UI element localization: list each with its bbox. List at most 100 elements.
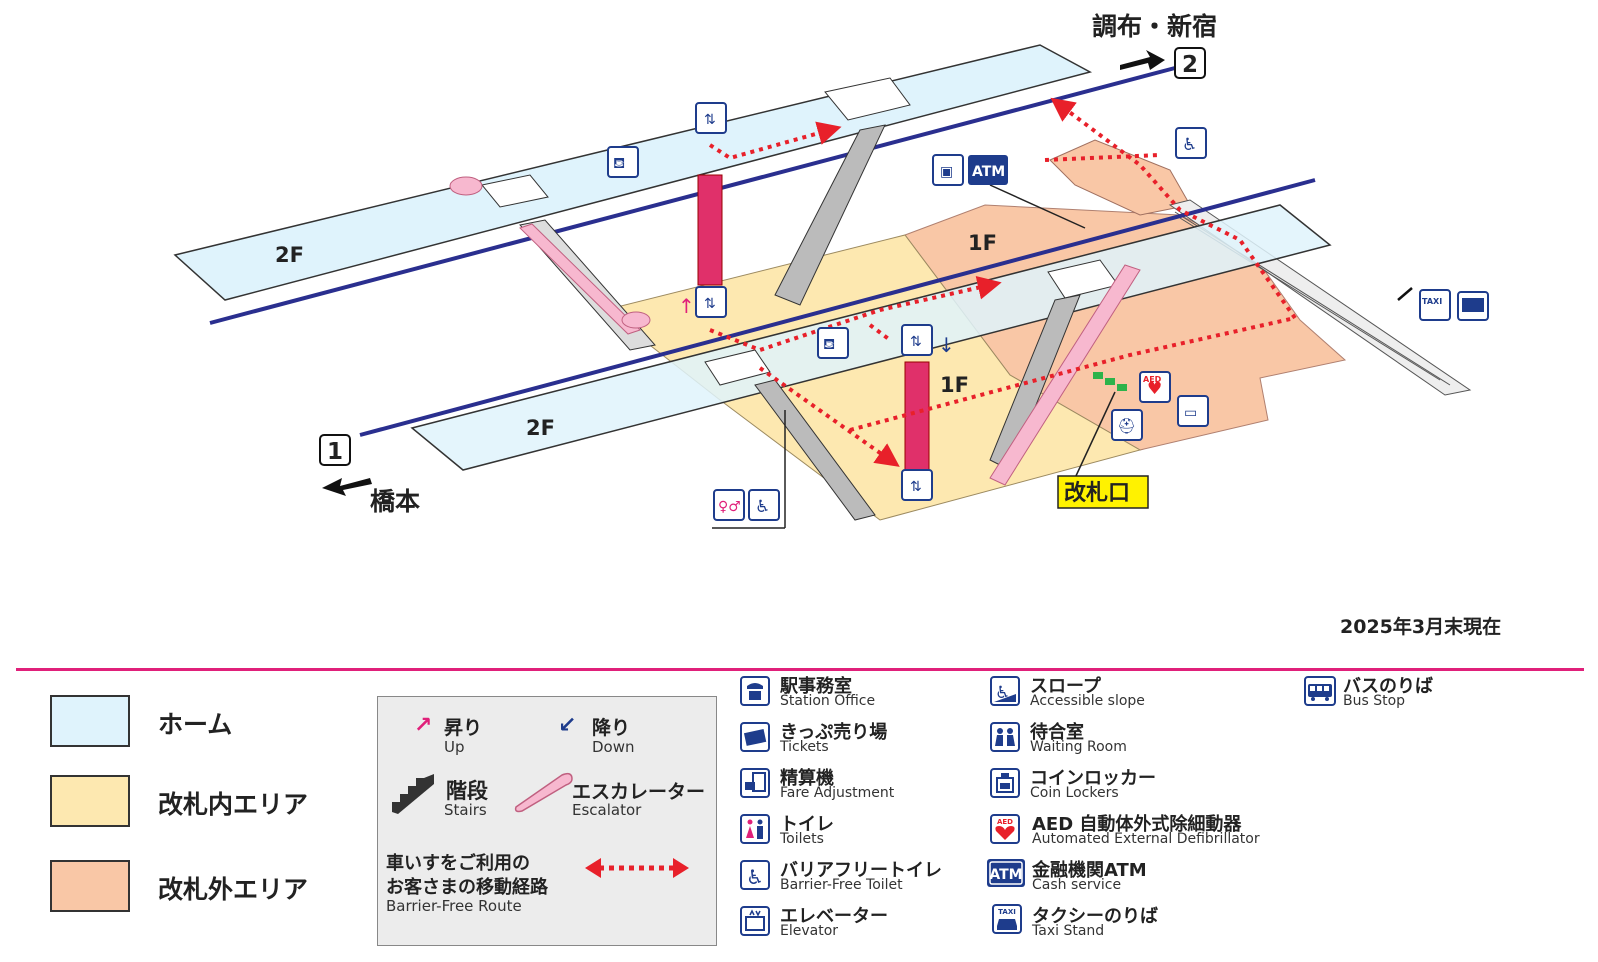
facility-8-jp: コインロッカー [1030, 768, 1156, 789]
down-arrow-marker: ↓ [938, 333, 955, 357]
facility-6-en: Accessible slope [1030, 693, 1145, 709]
svg-text:♿: ♿ [1182, 135, 1197, 155]
escalator-bottom-upper [621, 311, 651, 329]
legend-down-en: Down [592, 738, 635, 756]
toilets-icon [740, 814, 770, 844]
legend-stairs: 階段 [446, 779, 488, 803]
svg-text:♥: ♥ [1147, 379, 1162, 399]
elevator-shaft-lower [904, 361, 930, 473]
legend-swatch-outside [50, 860, 130, 912]
facility-0-jp: 駅事務室 [780, 676, 852, 697]
svg-text:♀♂: ♀♂ [718, 499, 741, 515]
facility-10-en: Cash service [1032, 877, 1122, 893]
svg-text:ATM: ATM [989, 867, 1022, 883]
legend-route-en: Barrier-Free Route [386, 897, 522, 915]
gate-leader [1074, 391, 1116, 479]
svg-text:⛾: ⛾ [613, 154, 625, 172]
legend-divider [16, 668, 1584, 671]
legend-label-outside: 改札外エリア [158, 875, 309, 904]
legend-up-en: Up [444, 738, 465, 756]
atm-map-label: ATM [972, 164, 1005, 180]
direction-up-label: 調布・新宿 [1092, 12, 1217, 41]
up-arrow-marker: ↑ [678, 294, 695, 318]
taxi-icon: TAXI [992, 904, 1022, 934]
facility-5-jp: エレベーター [780, 906, 888, 927]
bus-icon [1304, 676, 1336, 706]
svg-text:⇅: ⇅ [910, 479, 922, 495]
barrier-free-toilet-icon: ♿ [740, 860, 770, 890]
slope-icon: ♿ [990, 676, 1020, 706]
platform-upper-hole-2 [824, 77, 911, 121]
facility-7-jp: 待合室 [1030, 722, 1084, 743]
as-of-date: 2025年3月末現在 [1340, 616, 1502, 638]
down-icon: ↙ [558, 713, 577, 738]
legend-symbol-box: ↗ 昇り Up ↙ 降り Down 階段 Stairs エスカレーター Esca… [377, 696, 717, 946]
legend-swatch-platform [50, 695, 130, 747]
elevator-icon [740, 906, 770, 936]
waiting-room-icon [990, 722, 1020, 752]
facility-1-jp: きっぷ売り場 [780, 722, 888, 743]
legend-up: 昇り [444, 717, 483, 739]
svg-text:TAXI: TAXI [998, 908, 1016, 916]
svg-text:⛑: ⛑ [1117, 417, 1136, 435]
facility-3-en: Toilets [780, 831, 824, 847]
svg-text:⛾: ⛾ [823, 335, 835, 353]
platform-lower-hole-1 [704, 349, 771, 386]
fare-adjustment-icon [740, 768, 770, 798]
facility-4-jp: バリアフリートイレ [780, 860, 942, 881]
facility-1-en: Tickets [780, 739, 829, 755]
svg-text:▣: ▣ [940, 164, 953, 180]
facility-8-en: Coin Lockers [1030, 785, 1119, 801]
direction-up-number: 2 [1182, 52, 1198, 78]
escalator-icon [514, 772, 573, 813]
gate-label-box [1057, 475, 1149, 509]
taxi-map-label: TAXI [1422, 297, 1442, 306]
facility-2-en: Fare Adjustment [780, 785, 895, 801]
track-upper [209, 66, 1176, 325]
elevator-shaft-upper [697, 174, 723, 286]
facility-4-en: Barrier-Free Toilet [780, 877, 903, 893]
facility-9-en: Automated External Defibrillator [1032, 831, 1260, 847]
escalator-upper [519, 223, 641, 335]
gate-label: 改札口 [1064, 480, 1130, 506]
floor-label-lower-2f: 2F [526, 416, 555, 440]
svg-text:⇅: ⇅ [704, 296, 716, 312]
facility-3-jp: トイレ [780, 814, 834, 835]
direction-down-label: 橋本 [370, 487, 420, 516]
direction-down-arrow [322, 478, 372, 496]
facility-11-jp: タクシーのりば [1032, 906, 1158, 927]
legend-label-platform: ホーム [158, 710, 233, 739]
facility-6-jp: スロープ [1030, 676, 1101, 697]
direction-down-number: 1 [327, 439, 343, 465]
aed-icon: AED [990, 814, 1020, 844]
legend-escalator: エスカレーター [572, 781, 706, 803]
coin-locker-icon [990, 768, 1020, 798]
tickets-icon [740, 722, 770, 752]
station-office-icon [740, 676, 770, 706]
up-icon: ↗ [414, 713, 433, 738]
track-lower [359, 178, 1316, 437]
ticket-gates [1093, 372, 1127, 391]
svg-text:▭: ▭ [1184, 405, 1197, 421]
map-icons: ⛾ ⇅ ⇅ ⇅ ⇅ ⛾ ▣ ♿ ♥ ⛑ ▭ ♀♂ ♿ [607, 102, 1489, 521]
direction-up-arrow [1120, 50, 1165, 70]
stairs-icon [392, 774, 434, 814]
facility-11-en: Taxi Stand [1032, 923, 1105, 939]
legend-route-2: お客さまの移動経路 [386, 877, 548, 898]
atm-icon: ATM [986, 858, 1026, 888]
legend-stairs-en: Stairs [444, 801, 487, 819]
legend-route-1: 車いすをご利用の [386, 853, 530, 874]
legend-label-inside: 改札内エリア [158, 790, 309, 819]
taxi-direction-arrow [1397, 287, 1413, 301]
legend-escalator-en: Escalator [572, 801, 642, 819]
facility-0-en: Station Office [780, 693, 876, 709]
atm-leader [989, 184, 1086, 229]
legend-swatch-inside [50, 775, 130, 827]
facility-12-en: Bus Stop [1343, 693, 1406, 709]
legend-down: 降り [592, 717, 631, 739]
svg-text:⇅: ⇅ [910, 334, 922, 350]
floor-label-1f-right: 1F [968, 231, 997, 255]
facility-7-en: Waiting Room [1030, 739, 1127, 755]
facility-2-jp: 精算機 [780, 768, 834, 789]
facility-5-en: Elevator [780, 923, 839, 939]
